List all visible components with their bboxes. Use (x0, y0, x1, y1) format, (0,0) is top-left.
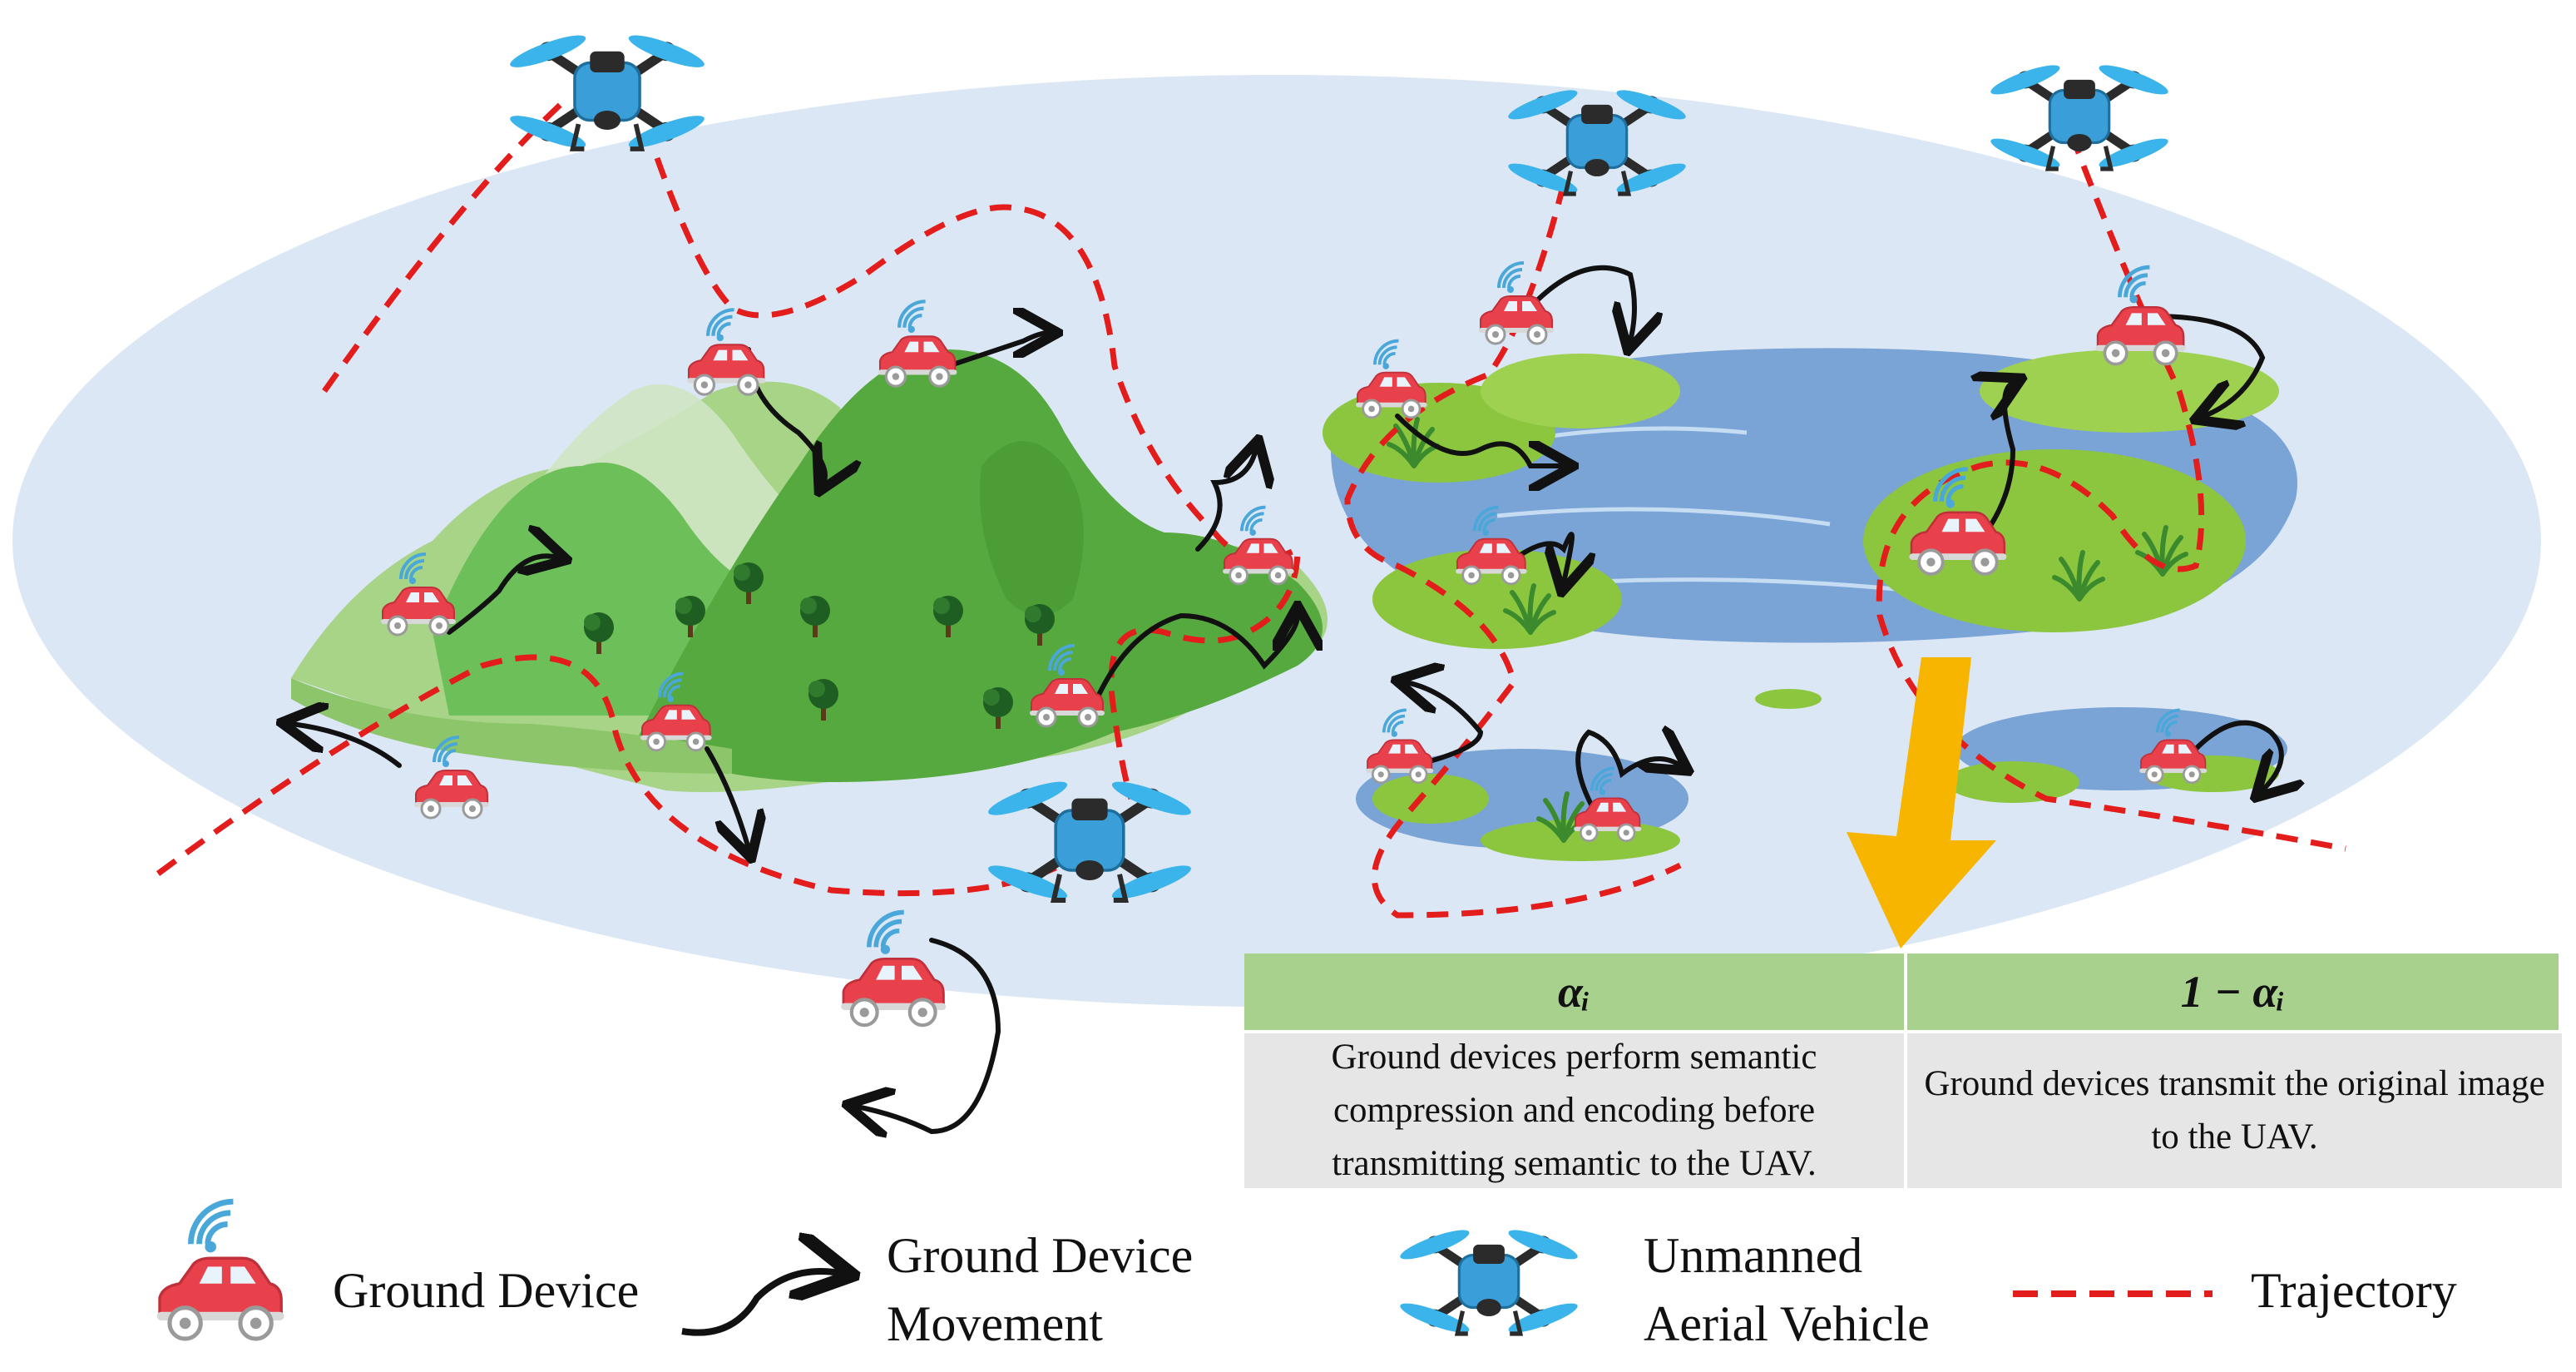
legend-movement-icon (681, 1271, 840, 1336)
semantic-transmission-text: Ground devices perform semantic compress… (1244, 1033, 1907, 1188)
trajectories (156, 97, 2346, 919)
legend-ground-device-label: Ground Device (333, 1263, 640, 1318)
legend-movement-label-2: Movement (887, 1296, 1103, 1351)
trajectory-middle (1344, 182, 1682, 919)
legend-uav-label-2: Aerial Vehicle (1644, 1296, 1930, 1351)
legend-car-icon (157, 1201, 284, 1339)
ratio-table: αᵢ 1 − αᵢ Ground devices perform semanti… (1244, 953, 2562, 1188)
trajectory-right (1876, 131, 2346, 852)
mountain-area (291, 349, 1328, 792)
one-minus-alpha-header: 1 − αᵢ (1907, 953, 2562, 1033)
movement-arrows (291, 265, 2282, 1132)
legend-uav-label-1: Unmanned (1644, 1228, 1863, 1283)
legend-movement-label-1: Ground Device (887, 1228, 1194, 1283)
trajectory-left-lower (156, 654, 1109, 897)
drone-icon (1988, 60, 2171, 173)
legend-drone-icon (1397, 1225, 1580, 1338)
legend-trajectory-label: Trajectory (2251, 1263, 2457, 1318)
down-arrow-icon (1847, 657, 1996, 949)
trajectory-left (322, 97, 1301, 800)
alpha-header: αᵢ (1244, 953, 1907, 1033)
drone-icon (507, 29, 707, 153)
original-transmission-text: Ground devices transmit the original ima… (1907, 1033, 2562, 1188)
legend (157, 1201, 2213, 1339)
